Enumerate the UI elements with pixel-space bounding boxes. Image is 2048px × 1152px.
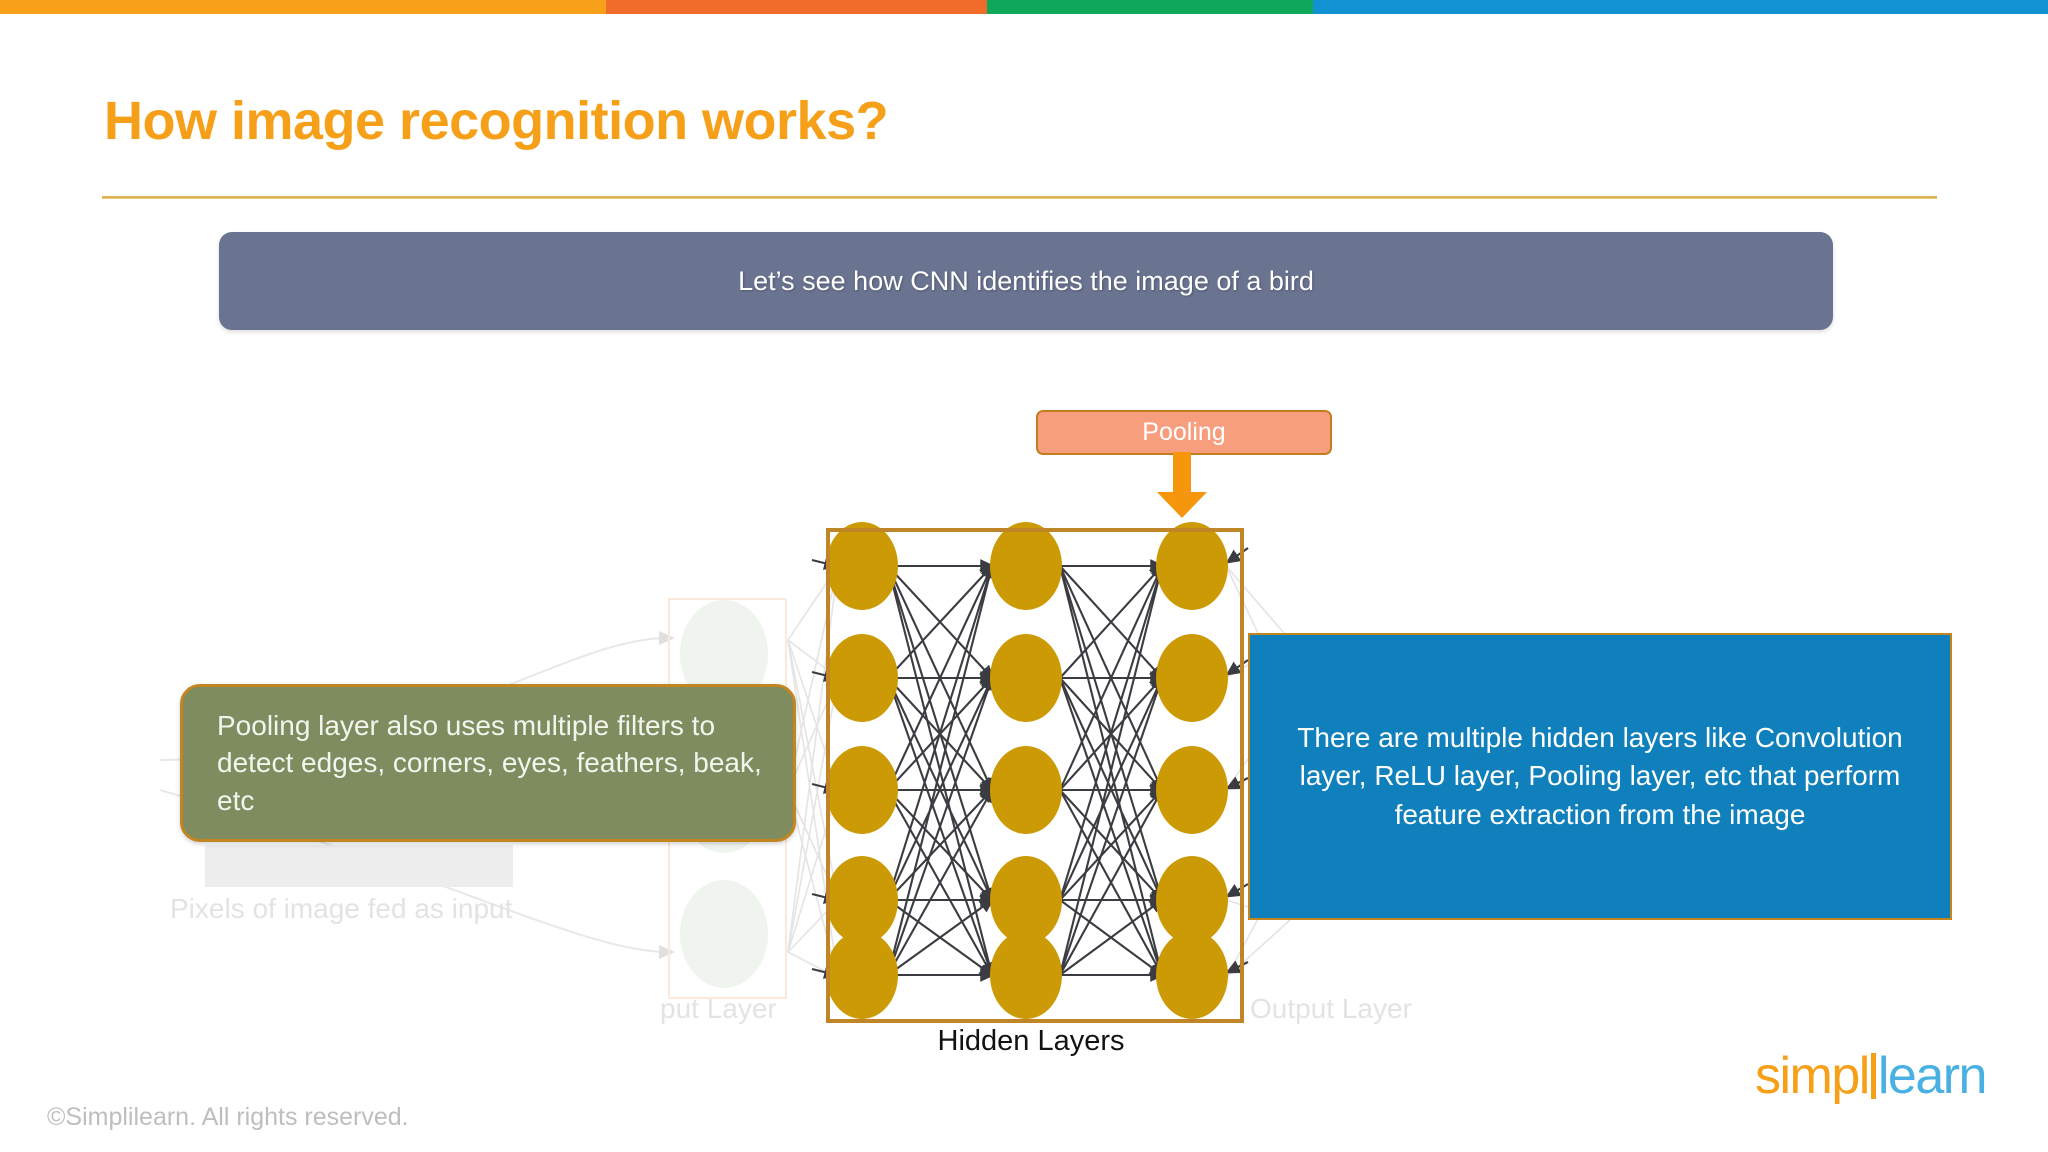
hidden-layers-caption: Hidden Layers	[937, 1025, 1125, 1057]
pooling-label-text: Pooling	[1142, 418, 1226, 446]
top-color-bar	[0, 0, 2048, 14]
logo-text-simpl: simpl	[1755, 1047, 1870, 1105]
topbar-segment-orange	[0, 0, 607, 14]
subtitle-banner: Let’s see how CNN identifies the image o…	[219, 232, 1833, 330]
title-divider	[102, 196, 1937, 199]
topbar-segment-deep-orange	[606, 0, 988, 14]
topbar-segment-blue	[1312, 0, 2048, 14]
topbar-segment-green	[987, 0, 1313, 14]
green-callout-box: Pooling layer also uses multiple filters…	[180, 684, 796, 842]
page-title: How image recognition works?	[104, 91, 889, 151]
pooling-label-box: Pooling	[1036, 410, 1332, 455]
blue-callout-text: There are multiple hidden layers like Co…	[1297, 721, 1903, 830]
copyright-text: ©Simplilearn. All rights reserved.	[47, 1103, 409, 1131]
logo-text-learn: learn	[1877, 1047, 1988, 1105]
green-callout-text: Pooling layer also uses multiple filters…	[217, 710, 762, 816]
subtitle-banner-text: Let’s see how CNN identifies the image o…	[738, 265, 1314, 296]
blue-callout-box: There are multiple hidden layers like Co…	[1248, 633, 1952, 920]
hidden-layers-boundary	[826, 528, 1244, 1023]
logo-i-stem-icon	[1870, 1053, 1876, 1099]
pooling-down-arrow-icon	[1157, 452, 1207, 518]
